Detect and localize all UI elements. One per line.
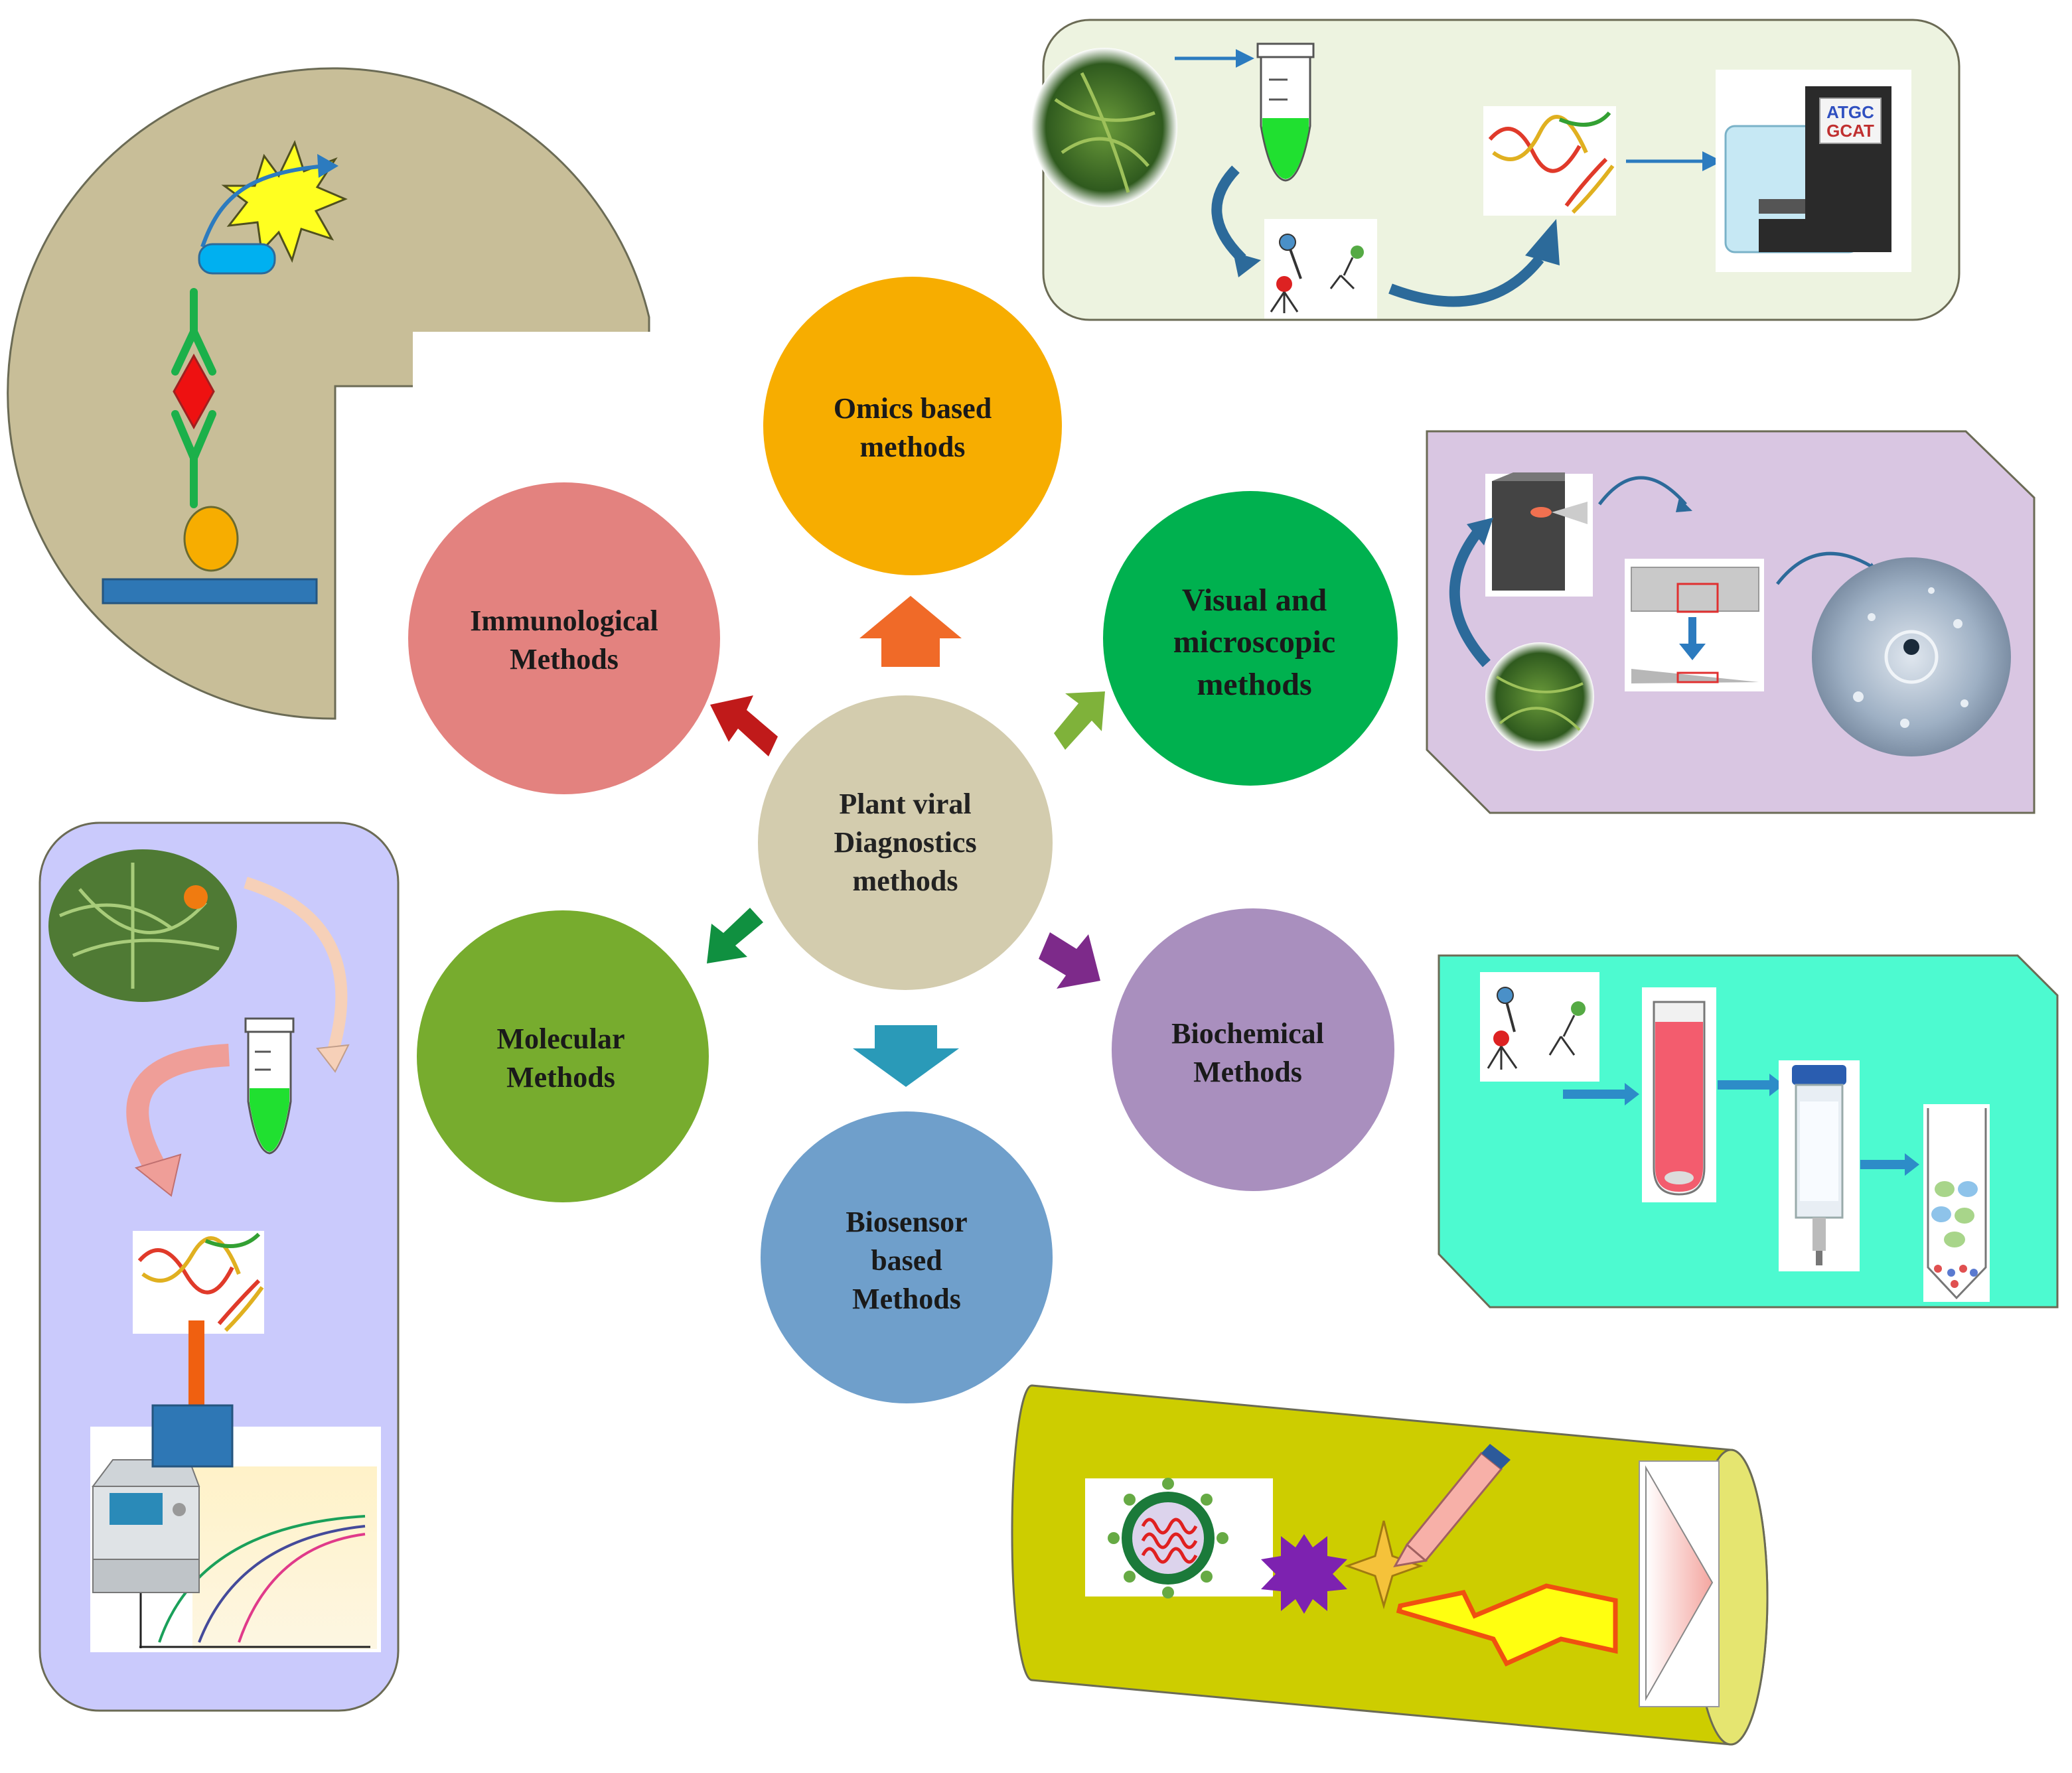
visual-label: Visual and microscopic methods (1173, 582, 1336, 702)
leaf-sample-image (1485, 642, 1594, 751)
biosensor-panel (1011, 1384, 1769, 1746)
molecular-label: Molecular Methods (496, 1022, 625, 1094)
electron-micrograph-image (1812, 557, 2011, 756)
star-signal-icon (221, 139, 348, 263)
curved-arrow-icon (244, 877, 348, 1057)
section-diagram-icon (1625, 559, 1764, 691)
filter-column-icon (1779, 1060, 1860, 1271)
center-circle (758, 695, 1053, 990)
virus-particle-image (1085, 1478, 1273, 1598)
biochemical-label: Biochemical Methods (1171, 1017, 1324, 1088)
immunological-circle (408, 482, 720, 794)
antibody-bottom-icon (171, 410, 216, 508)
eppendorf-tube-icon (1256, 42, 1315, 182)
lightning-signal-icon (1396, 1583, 1618, 1667)
method-circles (408, 277, 1398, 1403)
omics-panel: ATGC GCAT (1031, 19, 1961, 321)
curved-arrow-icon (1388, 255, 1544, 307)
antibody-top-icon (171, 288, 216, 376)
light-probe-icon (1393, 1444, 1511, 1568)
bacteriophage-icon (1264, 219, 1377, 319)
omics-circle (763, 277, 1062, 575)
eppendorf-tube-icon (244, 1017, 295, 1155)
bacteriophage-icon (1480, 972, 1599, 1082)
biosensor-label: Biosensor based Methods (846, 1205, 968, 1316)
molecular-circle (417, 910, 709, 1202)
curved-arrow-icon (1776, 551, 1880, 585)
immunological-panel (7, 67, 650, 720)
gradient-tube-icon (1923, 1104, 1990, 1302)
enzyme-burst-icon (1261, 1534, 1347, 1614)
arrow-down-biosensor (853, 1025, 959, 1087)
molecular-panel (38, 821, 400, 1712)
biochemical-circle (1112, 908, 1394, 1191)
curved-arrow-icon (1598, 476, 1687, 506)
curved-arrow-icon (1211, 165, 1246, 263)
microtome-icon (1485, 472, 1593, 597)
biochemical-panel (1438, 954, 2059, 1309)
omics-label: Omics based methods (833, 391, 992, 463)
detector-prism-icon (1639, 1460, 1720, 1707)
arrow-icon (200, 164, 327, 248)
curved-arrow-icon (126, 1044, 230, 1180)
qpcr-machine-image (90, 1427, 381, 1652)
centrifuge-tube-icon (1642, 987, 1716, 1202)
arrow-icon (1563, 1083, 1639, 1105)
center-label: Plant viral Diagnostics methods (834, 787, 977, 898)
arrow-icon (1860, 1153, 1919, 1176)
sequencer-screen-text-1: ATGC (1826, 102, 1874, 122)
dna-strands-icon (133, 1231, 264, 1334)
plant-samples-image (48, 849, 237, 1002)
arrow-visual (1054, 691, 1105, 750)
arrow-molecular (707, 908, 763, 963)
secondary-antibody-icon (198, 243, 276, 275)
arrow-icon (1718, 1074, 1784, 1096)
immunological-label: Immunological Methods (470, 604, 658, 675)
visual-circle (1103, 491, 1398, 786)
connector-arrows (707, 596, 1105, 1087)
plate-surface (102, 578, 318, 604)
biosensor-circle (761, 1111, 1053, 1403)
arrow-immunological (710, 695, 778, 756)
arrow-icon (188, 1320, 204, 1407)
visual-panel (1426, 430, 2035, 814)
pcr-block-icon (151, 1404, 234, 1468)
sequencer-icon: ATGC GCAT (1716, 70, 1911, 272)
arrow-biochemical (1039, 932, 1100, 989)
antigen-icon (173, 353, 215, 430)
arrow-up-omics (859, 596, 962, 667)
enzyme-icon (183, 506, 239, 572)
sequencer-screen-text-2: GCAT (1826, 121, 1874, 141)
curved-arrow-icon (1449, 528, 1491, 668)
dna-strands-icon (1483, 106, 1616, 216)
